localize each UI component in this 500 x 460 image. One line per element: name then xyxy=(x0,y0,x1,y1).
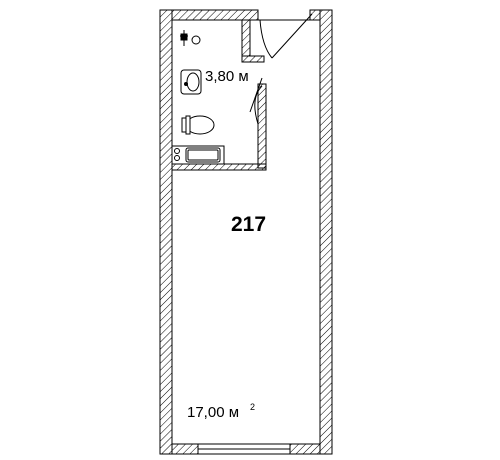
stove xyxy=(174,148,180,161)
kitchenette xyxy=(171,145,225,165)
toilet xyxy=(181,115,215,135)
room-area-superscript: 2 xyxy=(250,402,255,412)
wall-top-left xyxy=(171,9,259,21)
wall-top-right xyxy=(309,9,321,21)
unit-number: 217 xyxy=(231,213,266,236)
room-area-label: 17,00 м xyxy=(187,404,239,421)
washbasin xyxy=(180,69,202,95)
wall-bottom-left xyxy=(171,443,199,455)
shower xyxy=(180,30,201,46)
wall-left xyxy=(159,9,173,455)
wall-bottom-right xyxy=(289,443,321,455)
bathroom-door xyxy=(249,77,263,125)
walls xyxy=(159,9,333,455)
wall-right xyxy=(319,9,333,455)
window xyxy=(197,443,291,455)
entrance-door xyxy=(258,13,313,59)
countertop xyxy=(187,149,219,161)
bathroom-area-label: 3,80 м xyxy=(205,68,249,85)
